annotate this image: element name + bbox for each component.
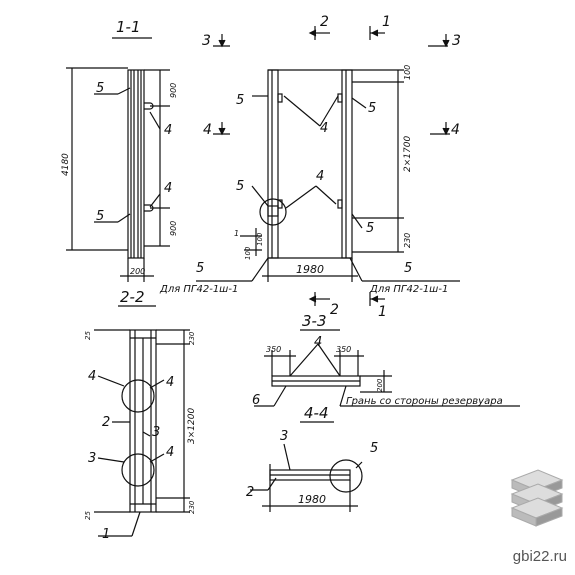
label-5-top: 5 [96, 81, 104, 96]
arrow-label-2-top: 2 [320, 14, 329, 30]
s44-label-3: 3 [280, 429, 288, 444]
site-logo [510, 469, 564, 527]
elev-label-5-under: 5 [196, 261, 204, 276]
elev-label-5-tl: 5 [236, 93, 244, 108]
arrow-label-4-left: 4 [203, 122, 212, 138]
s22-label-2: 2 [102, 415, 110, 430]
label-5-bottom: 5 [96, 209, 104, 224]
s33-label-4: 4 [314, 335, 322, 350]
dim-s44-width-1980: 1980 [298, 493, 326, 506]
section-3-3 [254, 329, 520, 407]
section-2-2 [94, 329, 190, 537]
dim-top-100: 100 [403, 65, 412, 80]
dim-s33-left-350: 350 [266, 345, 281, 354]
arrow-label-1-bottom: 1 [378, 304, 387, 320]
dim-top-900: 900 [169, 83, 178, 98]
dim-s22-top-25: 25 [84, 331, 92, 340]
s22-label-3-b: 3 [88, 451, 96, 466]
dim-small-1: 1 [234, 229, 239, 238]
dim-s22-span: 3×1200 [187, 408, 197, 444]
label-4-top: 4 [164, 123, 172, 138]
dim-s22-bottom-25: 25 [84, 511, 92, 520]
dim-width-1980: 1980 [296, 263, 324, 276]
s44-label-2: 2 [246, 485, 254, 500]
elev-label-5-center: 5 [236, 179, 244, 194]
section-4-4 [250, 421, 363, 512]
section-1-1-title: 1-1 [116, 18, 141, 36]
dim-bottom-200: 200 [130, 267, 145, 276]
elev-label-4-mid: 4 [320, 121, 328, 136]
dim-s22-bottom-230: 230 [188, 500, 196, 514]
elev-label-5-br: 5 [366, 221, 374, 236]
arrow-label-1-top: 1 [382, 14, 391, 30]
elev-label-5-under-r: 5 [404, 261, 412, 276]
s33-note: Грань со стороны резервуара [346, 396, 503, 407]
section-1-1 [66, 37, 170, 307]
s22-label-3-a: 3 [152, 425, 160, 440]
label-4-bottom: 4 [164, 181, 172, 196]
elevation-view [196, 69, 460, 282]
elev-label-5-tr: 5 [368, 101, 376, 116]
section-arrows [213, 26, 450, 306]
dim-s33-height-200: 200 [376, 378, 384, 392]
section-4-4-title: 4-4 [304, 404, 329, 422]
s22-label-1: 1 [102, 527, 110, 542]
dim-small-100: 100 [256, 232, 264, 246]
section-3-3-title: 3-3 [302, 312, 327, 330]
note-right: Для ПГ42-1ш-1 [369, 284, 448, 295]
dim-small-100b: 100 [244, 246, 252, 260]
watermark-text[interactable]: gbi22.ru [512, 548, 567, 565]
dim-s22-top-230: 230 [188, 331, 196, 345]
section-2-2-title: 2-2 [120, 288, 145, 306]
dim-bottom-230: 230 [403, 233, 412, 248]
note-left: Для ПГ42-1ш-1 [159, 284, 238, 295]
dim-overall-height: 4180 [61, 153, 71, 176]
arrow-label-2-bottom: 2 [330, 302, 339, 318]
arrow-label-3-left: 3 [202, 33, 211, 49]
arrow-label-3-right: 3 [452, 33, 461, 49]
dim-span-2x1700: 2×1700 [403, 136, 413, 172]
elev-label-4-center: 4 [316, 169, 324, 184]
s44-label-5: 5 [370, 441, 378, 456]
dim-bottom-900: 900 [169, 221, 178, 236]
s22-label-4-a: 4 [88, 369, 96, 384]
s22-label-4-c: 4 [166, 445, 174, 460]
dim-s33-right-350: 350 [336, 345, 351, 354]
arrow-label-4-right: 4 [451, 122, 460, 138]
s22-label-4-b: 4 [166, 375, 174, 390]
s33-label-6: 6 [252, 393, 260, 408]
